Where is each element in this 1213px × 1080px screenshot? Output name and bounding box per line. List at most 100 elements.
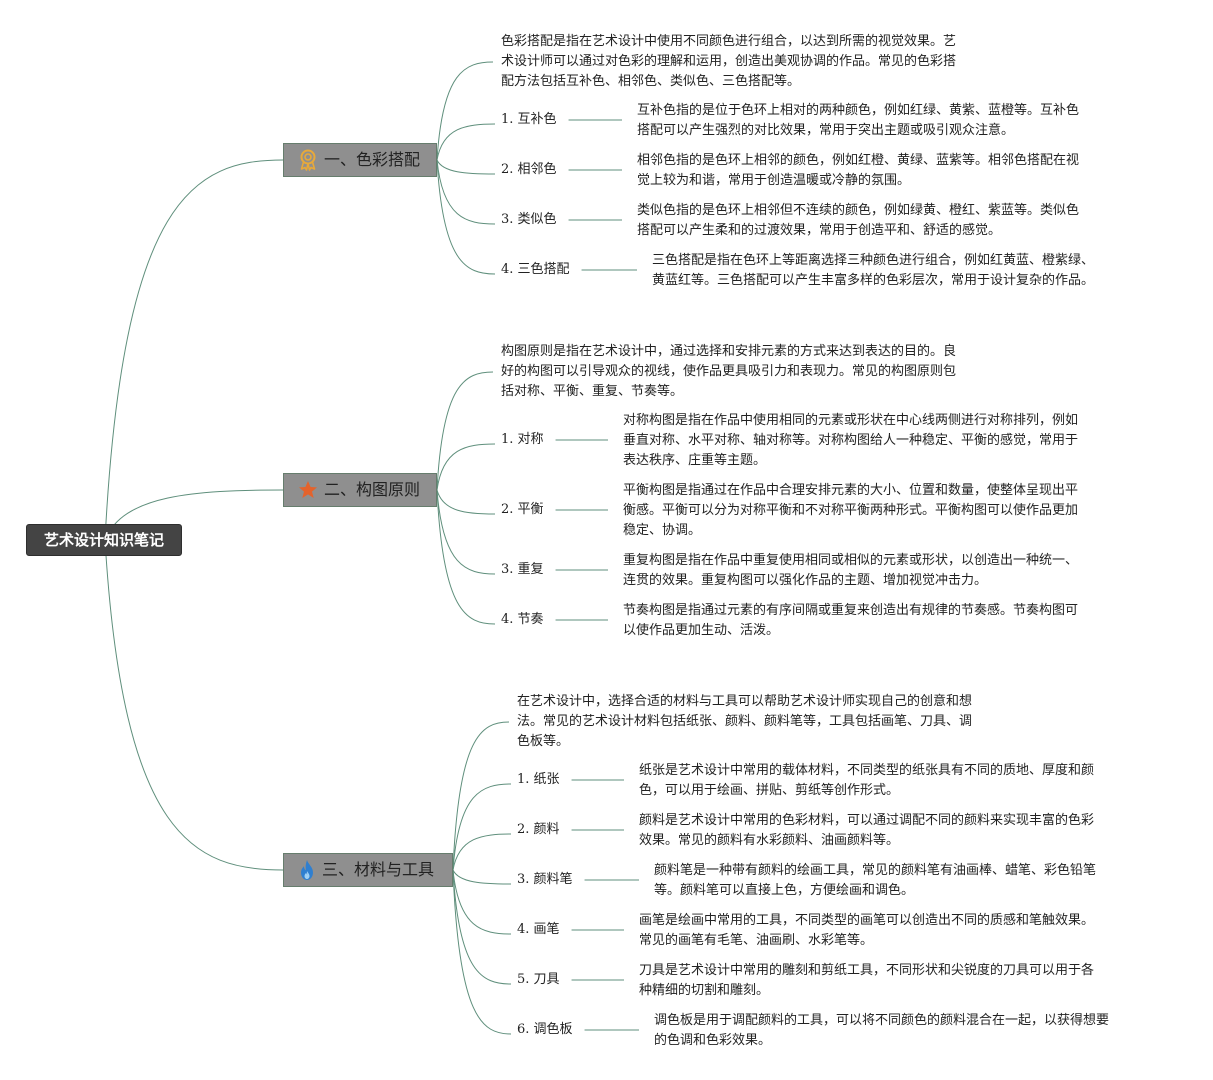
desc-line: 黄蓝红等。三色搭配可以产生丰富多样的色彩层次，常用于设计复杂的作品。 [652, 273, 1095, 288]
branch-topic-3[interactable]: 三、材料与工具 [283, 853, 453, 887]
desc-line: 色，可以用于绘画、拼贴、剪纸等创作形式。 [639, 783, 900, 798]
branch-3-item-4-label[interactable]: 4. 画笔 [517, 922, 560, 937]
branch-3-item-3-label[interactable]: 3. 颜料笔 [517, 872, 573, 887]
branch-3-item-5-desc: 刀具是艺术设计中常用的雕刻和剪纸工具，不同形状和尖锐度的刀具可以用于各种精细的切… [639, 961, 1094, 1001]
intro-line: 配方法包括互补色、相邻色、类似色、三色搭配等。 [501, 74, 801, 89]
desc-line: 对称构图是指在作品中使用相同的元素或形状在中心线两侧进行对称排列，例如 [623, 413, 1079, 428]
desc-line: 刀具是艺术设计中常用的雕刻和剪纸工具，不同形状和尖锐度的刀具可以用于各 [639, 963, 1095, 978]
desc-line: 的色调和色彩效果。 [654, 1033, 772, 1048]
branch-1-item-2-link [436, 159, 496, 175]
root-link-3 [104, 539, 284, 871]
intro-line: 色彩搭配是指在艺术设计中使用不同颜色进行组合，以达到所需的视觉效果。艺 [501, 34, 957, 49]
award-ribbon-icon [298, 149, 318, 171]
branch-3-item-3-link [452, 869, 512, 885]
branch-3-item-6-desc: 调色板是用于调配颜料的工具，可以将不同颜色的颜料混合在一起，以获得想要的色调和色… [654, 1011, 1109, 1051]
desc-line: 衡感。平衡可以分为对称平衡和不对称平衡两种形式。平衡构图可以使作品更加 [623, 503, 1079, 518]
branch-1-intro-link [436, 61, 494, 161]
desc-line: 重复构图是指在作品中重复使用相同或相似的元素或形状，以创造出一种统一、 [623, 553, 1079, 568]
root-link-1 [104, 159, 284, 541]
desc-line: 相邻色指的是色环上相邻的颜色，例如红橙、黄绿、蓝紫等。相邻色搭配在视 [637, 153, 1080, 168]
branch-2-item-2-link [436, 489, 496, 515]
desc-line: 互补色指的是位于色环上相对的两种颜色，例如红绿、黄紫、蓝橙等。互补色 [637, 103, 1080, 118]
branch-3-item-6-link [452, 869, 512, 1035]
branch-3-item-5-label[interactable]: 5. 刀具 [517, 972, 560, 987]
branch-2-intro-link [436, 371, 494, 491]
branch-1-item-1-desc: 互补色指的是位于色环上相对的两种颜色，例如红绿、黄紫、蓝橙等。互补色搭配可以产生… [637, 101, 1079, 141]
branch-2-item-1-label[interactable]: 1. 对称 [501, 432, 544, 447]
desc-line: 觉上较为和谐，常用于创造温暖或冷静的氛围。 [637, 173, 911, 188]
branch-3-item-1-desc: 纸张是艺术设计中常用的载体材料，不同类型的纸张具有不同的质地、厚度和颜色，可以用… [639, 761, 1094, 801]
branch-2-item-4-link [436, 489, 496, 625]
desc-line: 调色板是用于调配颜料的工具，可以将不同颜色的颜料混合在一起，以获得想要 [654, 1013, 1110, 1028]
desc-line: 颜料是艺术设计中常用的色彩材料，可以通过调配不同的颜料来实现丰富的色彩 [639, 813, 1095, 828]
branch-title: 二、构图原则 [324, 480, 421, 499]
intro-line: 构图原则是指在艺术设计中，通过选择和安排元素的方式来达到表达的目的。良 [501, 344, 957, 359]
branch-1-item-3-link [436, 159, 496, 225]
branch-1-item-4-label[interactable]: 4. 三色搭配 [501, 262, 570, 277]
desc-line: 平衡构图是指通过在作品中合理安排元素的大小、位置和数量，使整体呈现出平 [623, 483, 1079, 498]
branch-2-item-1-desc: 对称构图是指在作品中使用相同的元素或形状在中心线两侧进行对称排列，例如垂直对称、… [623, 411, 1078, 471]
branch-2-item-2-label[interactable]: 2. 平衡 [501, 502, 544, 517]
desc-line: 画笔是绘画中常用的工具，不同类型的画笔可以创造出不同的质感和笔触效果。 [639, 913, 1095, 928]
branch-title: 一、色彩搭配 [324, 150, 421, 169]
branch-1-item-1-label[interactable]: 1. 互补色 [501, 112, 557, 127]
star-icon [298, 480, 318, 500]
root-topic[interactable]: 艺术设计知识笔记 [26, 524, 182, 556]
branch-1-item-3-label[interactable]: 3. 类似色 [501, 212, 557, 227]
branch-2-item-4-label[interactable]: 4. 节奏 [501, 612, 544, 627]
desc-line: 垂直对称、水平对称、轴对称等。对称构图给人一种稳定、平衡的感觉，常用于 [623, 433, 1079, 448]
desc-line: 搭配可以产生柔和的过渡效果，常用于创造平和、舒适的感觉。 [637, 223, 1002, 238]
branch-3-item-6-label[interactable]: 6. 调色板 [517, 1022, 573, 1037]
branch-2-item-3-label[interactable]: 3. 重复 [501, 562, 544, 577]
branch-title: 三、材料与工具 [322, 860, 435, 879]
desc-line: 种精细的切割和雕刻。 [639, 983, 770, 998]
intro-line: 术设计师可以通过对色彩的理解和运用，创造出美观协调的作品。常见的色彩搭 [501, 54, 957, 69]
branch-3-item-2-desc: 颜料是艺术设计中常用的色彩材料，可以通过调配不同的颜料来实现丰富的色彩效果。常见… [639, 811, 1094, 851]
branch-3-item-2-link [452, 833, 512, 871]
branch-2-item-3-link [436, 489, 496, 575]
branch-1-item-4-link [436, 159, 496, 275]
branch-3-item-3-desc: 颜料笔是一种带有颜料的绘画工具，常见的颜料笔有油画棒、蜡笔、彩色铅笔等。颜料笔可… [654, 861, 1096, 901]
desc-line: 搭配可以产生强烈的对比效果，常用于突出主题或吸引观众注意。 [637, 123, 1015, 138]
branch-3-intro: 在艺术设计中，选择合适的材料与工具可以帮助艺术设计师实现自己的创意和想法。常见的… [517, 692, 972, 752]
desc-line: 常见的画笔有毛笔、油画刷、水彩笔等。 [639, 933, 874, 948]
branch-3-item-4-link [452, 869, 512, 935]
branch-topic-1[interactable]: 一、色彩搭配 [283, 143, 437, 177]
branch-3-item-1-label[interactable]: 1. 纸张 [517, 772, 560, 787]
intro-line: 在艺术设计中，选择合适的材料与工具可以帮助艺术设计师实现自己的创意和想 [517, 694, 973, 709]
branch-3-intro-link [452, 721, 510, 871]
desc-line: 等。颜料笔可以直接上色，方便绘画和调色。 [654, 883, 915, 898]
branch-2-item-1-link [436, 443, 496, 491]
desc-line: 三色搭配是指在色环上等距离选择三种颜色进行组合，例如红黄蓝、橙紫绿、 [652, 253, 1095, 268]
branch-2-item-2-desc: 平衡构图是指通过在作品中合理安排元素的大小、位置和数量，使整体呈现出平衡感。平衡… [623, 481, 1078, 541]
branch-3-item-4-desc: 画笔是绘画中常用的工具，不同类型的画笔可以创造出不同的质感和笔触效果。常见的画笔… [639, 911, 1094, 951]
flame-icon [298, 859, 316, 881]
branch-1-item-3-desc: 类似色指的是色环上相邻但不连续的颜色，例如绿黄、橙红、紫蓝等。类似色搭配可以产生… [637, 201, 1079, 241]
branch-1-item-4-desc: 三色搭配是指在色环上等距离选择三种颜色进行组合，例如红黄蓝、橙紫绿、黄蓝红等。三… [652, 251, 1094, 291]
intro-line: 括对称、平衡、重复、节奏等。 [501, 384, 684, 399]
desc-line: 表达秩序、庄重等主题。 [623, 453, 767, 468]
branch-2-item-3-desc: 重复构图是指在作品中重复使用相同或相似的元素或形状，以创造出一种统一、连贯的效果… [623, 551, 1078, 591]
desc-line: 连贯的效果。重复构图可以强化作品的主题、增加视觉冲击力。 [623, 573, 988, 588]
desc-line: 颜料笔是一种带有颜料的绘画工具，常见的颜料笔有油画棒、蜡笔、彩色铅笔 [654, 863, 1097, 878]
intro-line: 法。常见的艺术设计材料包括纸张、颜料、颜料笔等，工具包括画笔、刀具、调 [517, 714, 973, 729]
desc-line: 稳定、协调。 [623, 523, 702, 538]
branch-topic-2[interactable]: 二、构图原则 [283, 473, 437, 507]
desc-line: 节奏构图是指通过元素的有序间隔或重复来创造出有规律的节奏感。节奏构图可 [623, 603, 1079, 618]
branch-3-item-1-link [452, 783, 512, 871]
branch-1-item-1-link [436, 123, 496, 161]
desc-line: 类似色指的是色环上相邻但不连续的颜色，例如绿黄、橙红、紫蓝等。类似色 [637, 203, 1080, 218]
intro-line: 色板等。 [517, 734, 570, 749]
branch-2-intro: 构图原则是指在艺术设计中，通过选择和安排元素的方式来达到表达的目的。良好的构图可… [501, 342, 956, 402]
intro-line: 好的构图可以引导观众的视线，使作品更具吸引力和表现力。常见的构图原则包 [501, 364, 957, 379]
desc-line: 效果。常见的颜料有水彩颜料、油画颜料等。 [639, 833, 900, 848]
desc-line: 以使作品更加生动、活泼。 [623, 623, 780, 638]
branch-1-intro: 色彩搭配是指在艺术设计中使用不同颜色进行组合，以达到所需的视觉效果。艺术设计师可… [501, 32, 956, 92]
branch-2-item-4-desc: 节奏构图是指通过元素的有序间隔或重复来创造出有规律的节奏感。节奏构图可以使作品更… [623, 601, 1078, 641]
desc-line: 纸张是艺术设计中常用的载体材料，不同类型的纸张具有不同的质地、厚度和颜 [639, 763, 1095, 778]
branch-1-item-2-label[interactable]: 2. 相邻色 [501, 162, 557, 177]
branch-1-item-2-desc: 相邻色指的是色环上相邻的颜色，例如红橙、黄绿、蓝紫等。相邻色搭配在视觉上较为和谐… [637, 151, 1079, 191]
branch-3-item-5-link [452, 869, 512, 985]
branch-3-item-2-label[interactable]: 2. 颜料 [517, 822, 560, 837]
